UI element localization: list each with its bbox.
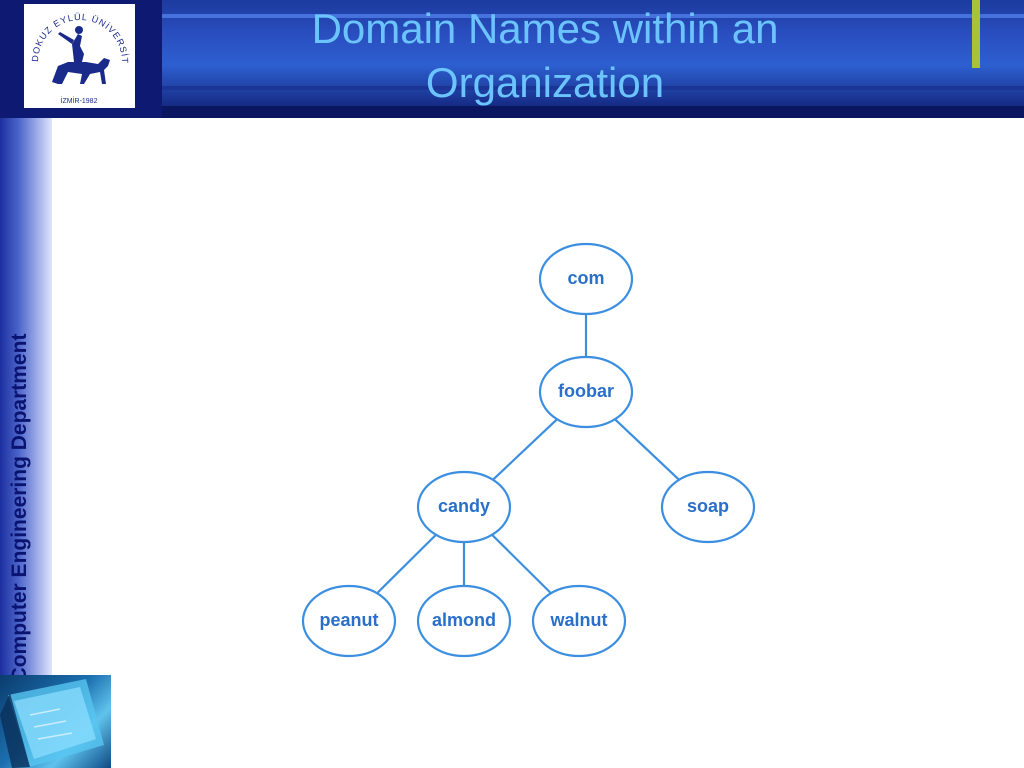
- university-logo: DOKUZ EYLÜL ÜNİVERSİTESİ İZMİR-1982: [24, 4, 135, 108]
- header-stripe: [160, 14, 1024, 18]
- node-com: com: [538, 242, 634, 316]
- header-stripe: [160, 86, 1024, 90]
- header-bottom-band: [0, 106, 1024, 118]
- node-label: walnut: [550, 610, 608, 630]
- horse-rider-icon: [52, 26, 110, 84]
- edge-foobar-candy: [492, 418, 558, 481]
- node-ellipse: [531, 584, 627, 658]
- computer-screen-image: [0, 675, 111, 768]
- node-label: foobar: [558, 381, 614, 401]
- header-band: DOKUZ EYLÜL ÜNİVERSİTESİ İZMİR-1982 Doma…: [0, 0, 1024, 118]
- tree-nodes: com foobar candy soap peanut almond walnut: [301, 242, 756, 658]
- logo-container: DOKUZ EYLÜL ÜNİVERSİTESİ İZMİR-1982: [0, 0, 162, 118]
- node-label: soap: [687, 496, 729, 516]
- slide-title-line-2: Organization: [425, 59, 665, 106]
- node-label: peanut: [319, 610, 378, 630]
- node-walnut: walnut: [531, 584, 627, 658]
- node-ellipse: [416, 584, 512, 658]
- node-ellipse: [538, 355, 634, 429]
- slide-title-line-1: Domain Names within an: [311, 5, 779, 52]
- sidebar: Computer Engineering Department: [0, 118, 52, 682]
- node-peanut: peanut: [301, 584, 397, 658]
- node-foobar: foobar: [538, 355, 634, 429]
- node-ellipse: [660, 470, 756, 544]
- node-label: almond: [432, 610, 496, 630]
- edge-candy-peanut: [376, 533, 437, 595]
- node-ellipse: [416, 470, 512, 544]
- slide-title: Domain Names within an Organization: [200, 2, 890, 110]
- tree-edges: [376, 314, 680, 595]
- node-ellipse: [538, 242, 634, 316]
- node-ellipse: [301, 584, 397, 658]
- node-almond: almond: [416, 584, 512, 658]
- node-candy: candy: [416, 470, 512, 544]
- edge-foobar-soap: [614, 418, 680, 481]
- edge-candy-walnut: [491, 533, 552, 595]
- node-soap: soap: [660, 470, 756, 544]
- node-label: candy: [438, 496, 490, 516]
- logo-subtext: İZMİR-1982: [61, 96, 98, 105]
- node-label: com: [567, 268, 604, 288]
- accent-bar: [972, 0, 980, 68]
- monitor-icon: [0, 679, 104, 768]
